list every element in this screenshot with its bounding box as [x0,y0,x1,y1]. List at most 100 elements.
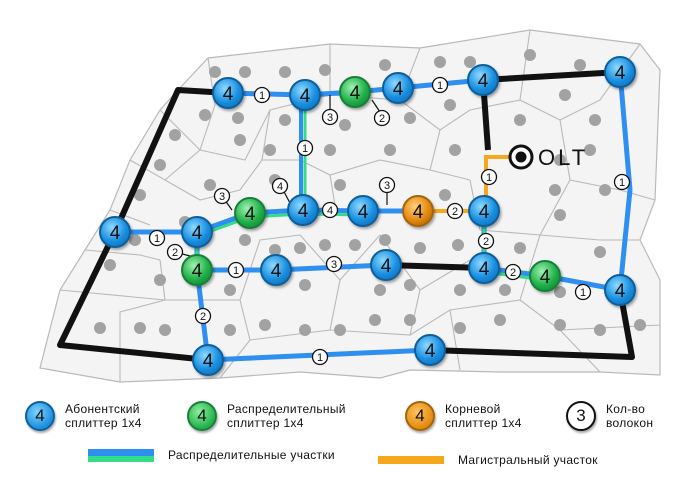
fiber-count-marker: 1 [148,229,166,247]
abonent-splitter-node[interactable]: 4 [192,344,224,376]
abonent-splitter-node[interactable]: 4 [382,72,414,104]
abonent-splitter-node[interactable]: 4 [181,216,213,248]
splitter-ratio-text: 4 [615,281,626,302]
distribution-splitter-icon: 4 [187,401,217,431]
distribution-line-swatch [88,448,154,462]
fiber-count-marker: 4 [271,177,289,195]
trunk-line-swatch [378,456,444,464]
fiber-count-marker: 2 [194,307,212,325]
abonent-splitter-node[interactable]: 4 [414,334,446,366]
splitter-ratio-text: 4 [110,223,121,244]
legend-fibers-line1: Кол-во [606,402,646,416]
fiber-count-marker: 3 [325,255,343,273]
fiber-count-text: 2 [172,247,178,259]
fiber-count-marker: 4 [321,201,339,219]
legend-distrib: 4 Распределительный сплиттер 1х4 [187,401,346,431]
legend-trunk-text: Магистральный участок [458,453,598,467]
distrib-splitter-node[interactable]: 4 [234,197,266,229]
legend-distrib-line1: Распределительный [227,402,346,416]
fiber-count-marker: 3 [213,187,231,205]
splitter-ratio-text: 4 [425,341,436,362]
abonent-splitter-node[interactable]: 4 [604,56,636,88]
splitter-ratio-text: 4 [203,351,214,372]
fiber-count-text: 3 [331,259,337,271]
splitter-ratio-text: 4 [478,71,489,92]
splitter-ratio-text: 4 [413,202,424,223]
abonent-splitter-node[interactable]: 4 [212,77,244,109]
splitter-ratio-text: 4 [192,223,203,244]
fiber-count-text: 1 [580,287,586,299]
fiber-count-marker: 1 [613,173,631,191]
abonent-splitter-node[interactable]: 4 [370,249,402,281]
fiber-count-text: 3 [219,191,225,203]
fiber-count-marker: 1 [311,348,329,366]
fiber-count-marker: 2 [373,109,391,127]
fiber-count-marker: 1 [574,283,592,301]
legend-distribution-segments: Распределительные участки [88,448,335,462]
fiber-count-text: 1 [259,90,265,102]
fiber-count-marker: 2 [446,202,464,220]
fiber-count-text: 1 [437,80,443,92]
fiber-count-marker: 1 [227,261,245,279]
fiber-count-marker: 2 [166,243,184,261]
fiber-count-marker: 2 [504,263,522,281]
abonent-splitter-node[interactable]: 4 [260,254,292,286]
abonent-splitter-node[interactable]: 4 [468,195,500,227]
abonent-splitter-node[interactable]: 4 [289,79,321,111]
splitter-ratio-text: 4 [540,267,551,288]
fiber-count-text: 2 [483,236,489,248]
legend-root-line2: сплиттер 1х4 [445,416,522,430]
root-splitter-icon: 4 [405,401,435,431]
fiber-count-marker: 3 [321,108,339,126]
splitter-ratio-text: 4 [223,84,234,105]
legend: 4 Абонентский сплиттер 1х4 4 Распределит… [0,395,700,493]
distrib-splitter-node[interactable]: 4 [339,76,371,108]
fiber-count-icon: 3 [566,401,596,431]
fiber-count-text: 1 [154,233,160,245]
splitter-layer: 4 4 4 4 4 4 4 4 4 4 4 4 4 4 4 4 4 4 4 4 4 [99,56,636,376]
houses [94,49,646,336]
olt-label: OLT [538,145,588,170]
abonent-splitter-node[interactable]: 4 [287,194,319,226]
splitter-ratio-text: 4 [479,259,490,280]
fiber-count-marker: 1 [480,168,498,186]
root-splitter-node[interactable]: 4 [402,195,434,227]
distrib-splitter-node[interactable]: 4 [529,260,561,292]
fiber-count-marker: 1 [431,76,449,94]
abonent-splitter-node[interactable]: 4 [467,64,499,96]
splitter-ratio-text: 4 [298,201,309,222]
splitter-ratio-text: 4 [192,261,203,282]
splitter-ratio-text: 4 [381,256,392,277]
olt-node[interactable]: OLT [508,144,588,170]
fiber-count-text: 4 [277,181,283,193]
fiber-count-text: 2 [379,113,385,125]
abonent-splitter-node[interactable]: 4 [347,195,379,227]
fiber-count-text: 2 [200,311,206,323]
abonent-splitter-node[interactable]: 4 [468,252,500,284]
legend-trunk-segment: Магистральный участок [378,453,598,467]
legend-root: 4 Корневой сплиттер 1х4 [405,401,522,431]
fiber-count-marker: 2 [477,232,495,250]
fiber-count-marker: 3 [378,176,396,194]
legend-abonent: 4 Абонентский сплиттер 1х4 [25,401,142,431]
splitter-ratio-text: 4 [271,261,282,282]
fiber-count-text: 1 [317,352,323,364]
fiber-count-text: 2 [510,267,516,279]
splitter-ratio-text: 4 [479,202,490,223]
splitter-ratio-text: 4 [245,204,256,225]
splitter-ratio-text: 4 [615,63,626,84]
abonent-splitter-node[interactable]: 4 [604,274,636,306]
fiber-count-text: 4 [327,205,333,217]
legend-abonent-line2: сплиттер 1х4 [65,416,142,430]
legend-fibers: 3 Кол-во волокон [566,401,653,431]
distrib-splitter-node[interactable]: 4 [181,254,213,286]
fiber-count-text: 2 [452,206,458,218]
legend-root-line1: Корневой [445,402,501,416]
abonent-splitter-icon: 4 [25,401,55,431]
splitter-ratio-text: 4 [350,83,361,104]
fiber-count-marker: 1 [296,139,314,157]
fiber-count-text: 3 [384,180,390,192]
abonent-splitter-node[interactable]: 4 [99,216,131,248]
